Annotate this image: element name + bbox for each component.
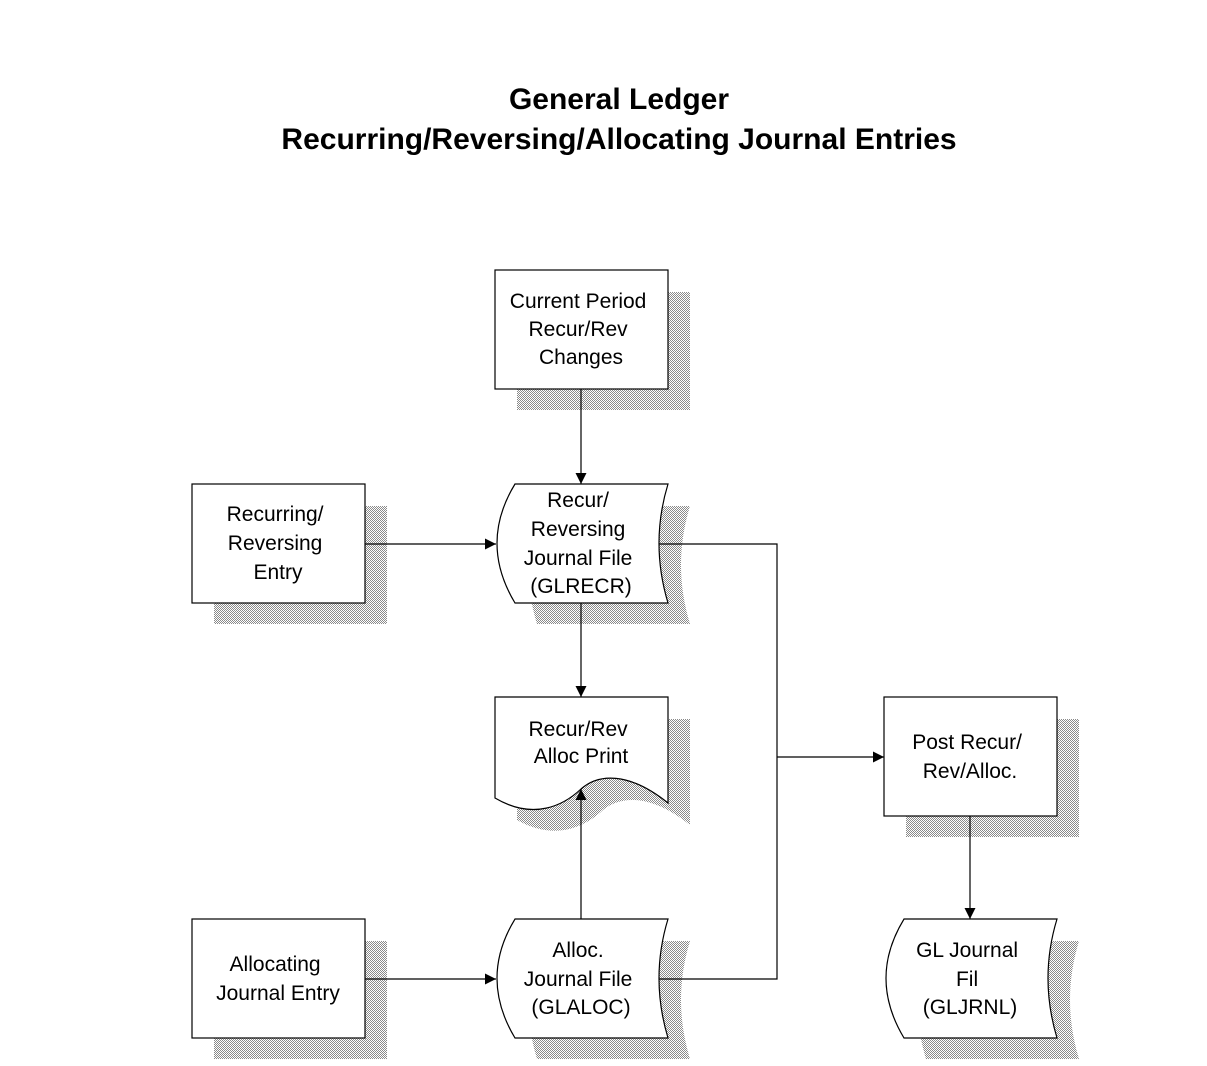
alloc-journal-file-label-line-1: Alloc. bbox=[552, 939, 603, 962]
node-current-period: Current Period Recur/Rev Changes bbox=[494, 269, 669, 390]
current-period-label-line-1: Current Period bbox=[510, 290, 647, 313]
alloc-journal-file-label-line-3: (GLALOC) bbox=[531, 996, 630, 1019]
svg-text:Recur/ Reversing J: Recur/ Reversing Journal File (GLRECR) bbox=[524, 489, 638, 598]
svg-text:Recurring/ Reversing: Recurring/ Reversing Entry bbox=[227, 503, 330, 584]
recur-print-label-line-1: Recur/Rev bbox=[528, 718, 628, 741]
post-recur-box bbox=[883, 696, 1058, 817]
connector-layer bbox=[365, 389, 976, 985]
recurring-entry-label-line-1: Recurring/ bbox=[227, 503, 324, 526]
recur-print-label-line-2: Alloc Print bbox=[534, 745, 629, 768]
node-allocating-entry: Allocating Journal Entry bbox=[191, 918, 366, 1039]
svg-text:Recur/Rev Alloc Print: Recur/Rev Alloc Print bbox=[528, 718, 633, 768]
post-recur-label-line-1: Post Recur/ bbox=[912, 731, 1022, 754]
recur-journal-file-label-line-3: Journal File bbox=[524, 547, 633, 570]
recurring-entry-box bbox=[191, 483, 366, 604]
recur-journal-file-label-line-2: Reversing bbox=[531, 518, 626, 541]
gl-journal-file-shape bbox=[885, 918, 1058, 1039]
current-period-box bbox=[494, 269, 669, 390]
diagram-title-line-1: General Ledger bbox=[509, 83, 729, 116]
gl-journal-file-label-line-2: Fil bbox=[956, 968, 978, 991]
node-recur-print: Recur/Rev Alloc Print bbox=[494, 696, 669, 811]
allocating-entry-label-line-1: Allocating bbox=[230, 953, 321, 976]
current-period-label-line-2: Recur/Rev bbox=[528, 318, 628, 341]
recur-print-document-shape bbox=[494, 696, 669, 811]
allocating-entry-box bbox=[191, 918, 366, 1039]
svg-text:Alloc. Journal File: Alloc. Journal File (GLALOC) bbox=[524, 939, 638, 1019]
node-alloc-journal-file: Alloc. Journal File (GLALOC) bbox=[496, 918, 669, 1039]
alloc-journal-file-label-line-2: Journal File bbox=[524, 968, 633, 991]
recur-journal-file-label-line-4: (GLRECR) bbox=[530, 575, 632, 598]
svg-text:GL Journal Fil (GL: GL Journal Fil (GLJRNL) bbox=[916, 939, 1024, 1019]
svg-text:Allocating Journal Entry: Allocating Journal Entry bbox=[216, 953, 340, 1005]
node-recur-journal-file: Recur/ Reversing Journal File (GLRECR) bbox=[496, 483, 669, 604]
diagram-title-line-2: Recurring/Reversing/Allocating Journal E… bbox=[281, 123, 956, 156]
allocating-entry-label-line-2: Journal Entry bbox=[216, 982, 340, 1005]
alloc-journal-file-shape bbox=[496, 918, 669, 1039]
svg-text:Current Period Recur/Rev: Current Period Recur/Rev Changes bbox=[510, 290, 652, 369]
post-recur-label-line-2: Rev/Alloc. bbox=[923, 760, 1018, 783]
gl-journal-file-label-line-1: GL Journal bbox=[916, 939, 1018, 962]
node-recurring-entry: Recurring/ Reversing Entry bbox=[191, 483, 366, 604]
node-gl-journal-file: GL Journal Fil (GLJRNL) bbox=[885, 918, 1058, 1039]
gl-journal-file-label-line-3: (GLJRNL) bbox=[923, 996, 1018, 1019]
svg-text:Post Recur/ Rev/Alloc.: Post Recur/ Rev/Alloc. bbox=[912, 731, 1028, 783]
recur-journal-file-shape bbox=[496, 483, 669, 604]
current-period-label-line-3: Changes bbox=[539, 346, 623, 369]
edge-recur-file-to-bus bbox=[657, 543, 778, 980]
recur-journal-file-label-line-1: Recur/ bbox=[547, 489, 609, 512]
recurring-entry-label-line-3: Entry bbox=[253, 561, 303, 584]
node-post-recur: Post Recur/ Rev/Alloc. bbox=[883, 696, 1058, 817]
recurring-entry-label-line-2: Reversing bbox=[228, 532, 323, 555]
